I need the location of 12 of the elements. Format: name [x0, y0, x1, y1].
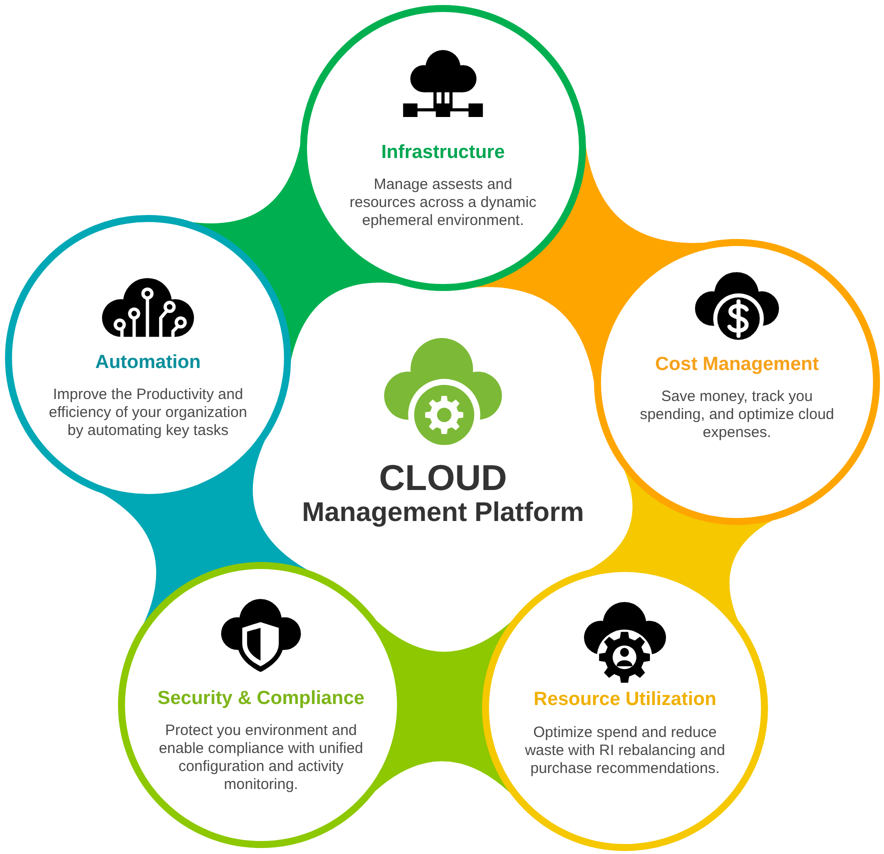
feature-heading: Security & Compliance: [158, 687, 364, 711]
feature-description: Save money, track you spending, and optimize cloud expenses.: [638, 388, 836, 442]
hub-subtitle: Management Platform: [302, 497, 584, 527]
feature-description: Optimize spend and reduce waste with RI rebalancing and purchase recommendations.: [524, 724, 726, 778]
hub-title: CLOUD: [379, 459, 507, 497]
feature-heading: Infrastructure: [381, 141, 505, 165]
feature-heading: Cost Management: [655, 353, 819, 377]
feature-heading: Automation: [95, 351, 201, 375]
feature-description: Protect you environment and enable compliance with unified configuration and activity monitoring.: [158, 722, 364, 794]
feature-description: Manage assests and resources across a dynamic ephemeral environment.: [348, 176, 538, 230]
feature-description: Improve the Productivity and efficiency of your organization by automating key tasks: [48, 386, 248, 440]
feature-heading: Resource Utilization: [534, 688, 716, 712]
